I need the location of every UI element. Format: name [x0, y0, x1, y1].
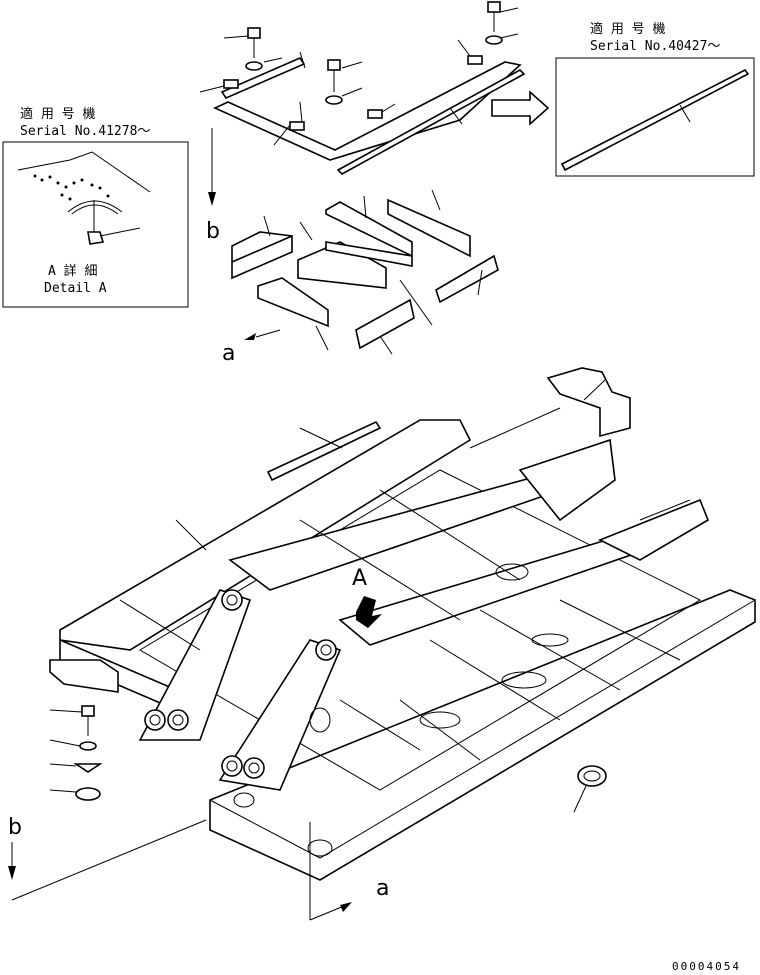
pad-blocks — [231, 189, 499, 355]
bolt-3 — [485, 1, 503, 45]
bolt-2 — [325, 59, 343, 105]
revolving-frame — [49, 407, 756, 881]
lower-fasteners — [49, 705, 103, 801]
b-arrow-top-icon — [208, 192, 216, 206]
boom-bracket-left — [138, 589, 252, 741]
label-a-top: a — [222, 341, 235, 366]
serial-inset-right: 適 用 号 機 Serial No.40427～ — [555, 21, 755, 177]
label-a-bottom: a — [376, 876, 389, 901]
detail-a-title-en: Detail A — [44, 281, 107, 296]
inset-left-frame — [2, 141, 189, 308]
label-b-bottom: b — [8, 815, 22, 840]
counterweight-block — [546, 367, 631, 438]
frame-right-rail — [209, 589, 756, 881]
label-b-top: b — [206, 219, 220, 244]
detail-a-holes — [33, 174, 110, 201]
drawing-number: 00004054 — [672, 960, 741, 973]
inset-right-applicable: 適 用 号 機 — [590, 21, 665, 37]
inset-left-serial: Serial No.41278～ — [20, 124, 150, 139]
inset-right-plate — [560, 68, 750, 172]
detail-a-outline — [17, 151, 151, 193]
inset-right-frame — [555, 57, 755, 177]
a-arrow-top-icon — [244, 333, 256, 340]
right-arrow-icon — [491, 90, 550, 126]
detail-a-inset: 適 用 号 機 Serial No.41278～ A 詳 細 Detail A — [2, 106, 189, 308]
inset-right-serial: Serial No.40427～ — [590, 39, 720, 54]
detail-a-arch — [67, 200, 123, 213]
b-arrow-bottom-icon — [8, 866, 16, 880]
arrow-A-icon — [356, 596, 382, 628]
seal-ring — [577, 765, 607, 787]
bolt-1 — [245, 27, 263, 71]
boom-bracket-right — [218, 639, 342, 791]
step-plate — [49, 659, 119, 693]
a-arrow-bottom-icon — [340, 902, 352, 912]
inset-left-applicable: 適 用 号 機 — [20, 106, 95, 122]
seal-strip — [266, 420, 382, 482]
top-cover-plate — [213, 61, 522, 161]
label-A: A — [352, 566, 367, 591]
detail-a-title-ja: A 詳 細 — [48, 263, 97, 279]
detail-a-part — [87, 231, 105, 245]
top-cover-assembly — [199, 1, 526, 175]
